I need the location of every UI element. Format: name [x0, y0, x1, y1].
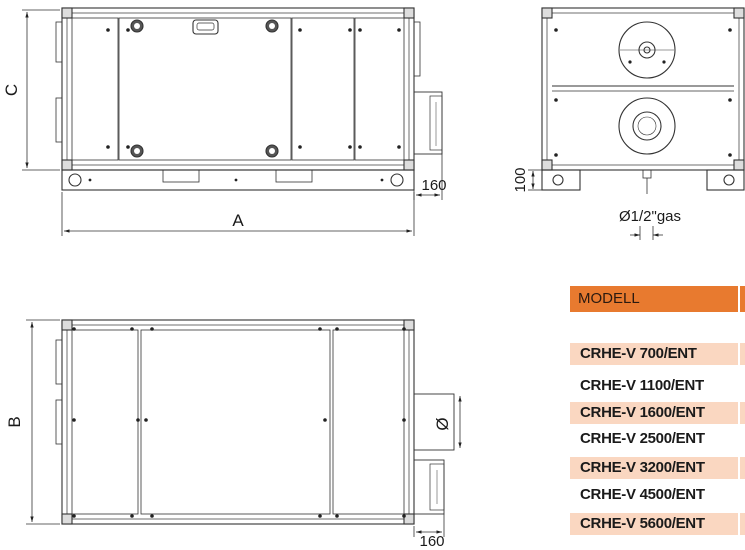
dim-c — [22, 9, 60, 171]
row-tail — [740, 343, 745, 365]
handle-icon — [192, 19, 219, 35]
model-name: CRHE-V 3200/ENT — [580, 459, 705, 476]
drain-icon — [642, 169, 652, 179]
top-view — [55, 319, 455, 525]
dim-160-top-label: 160 — [421, 177, 446, 194]
row-bg — [570, 402, 738, 424]
row-tail — [740, 513, 745, 535]
front-base — [61, 169, 415, 191]
row-tail — [740, 484, 745, 506]
row-bg — [570, 513, 738, 535]
table-row: CRHE-V 700/ENT — [570, 343, 745, 365]
table-row: CRHE-V 5600/ENT — [570, 513, 745, 535]
dim-diameter-label: Ø — [433, 417, 452, 430]
duct-spigot — [413, 393, 455, 451]
dim-160-top — [413, 150, 443, 200]
dim-b — [26, 319, 60, 525]
table-header: MODELL — [570, 286, 738, 312]
model-name: CRHE-V 1600/ENT — [580, 404, 705, 421]
dim-c-label: C — [2, 84, 21, 96]
drain-label: Ø1/2"gas — [619, 208, 681, 225]
row-tail — [740, 402, 745, 424]
table-row: CRHE-V 1100/ENT — [570, 375, 745, 397]
front-view — [55, 7, 443, 191]
table-header-tail — [740, 286, 745, 312]
duct-icon — [618, 97, 676, 155]
top-view-frame — [61, 319, 415, 525]
duct-icon — [618, 21, 676, 79]
row-tail — [740, 428, 745, 450]
model-name: CRHE-V 1100/ENT — [580, 377, 704, 394]
table-row: CRHE-V 3200/ENT — [570, 457, 745, 479]
side-box — [413, 91, 443, 155]
model-name: CRHE-V 2500/ENT — [580, 430, 705, 447]
table-row: CRHE-V 2500/ENT — [570, 428, 745, 450]
model-name: CRHE-V 4500/ENT — [580, 486, 705, 503]
dim-100 — [528, 169, 542, 191]
dim-100-label: 100 — [512, 167, 529, 192]
dim-a-label: A — [232, 211, 244, 230]
table-row: CRHE-V 1600/ENT — [570, 402, 745, 424]
table-row: CRHE-V 4500/ENT — [570, 484, 745, 506]
row-tail — [740, 457, 745, 479]
model-name: CRHE-V 5600/ENT — [580, 515, 705, 532]
side-view — [541, 7, 745, 194]
dim-160-bottom — [413, 514, 445, 537]
dim-drain — [630, 226, 663, 240]
dim-b-label: B — [5, 416, 24, 427]
row-bg — [570, 343, 738, 365]
front-main-panel — [118, 17, 292, 161]
row-bg — [570, 457, 738, 479]
model-name: CRHE-V 700/ENT — [580, 345, 697, 362]
dim-160-bottom-label: 160 — [419, 533, 444, 550]
side-view-frame — [541, 7, 745, 171]
row-tail — [740, 375, 745, 397]
